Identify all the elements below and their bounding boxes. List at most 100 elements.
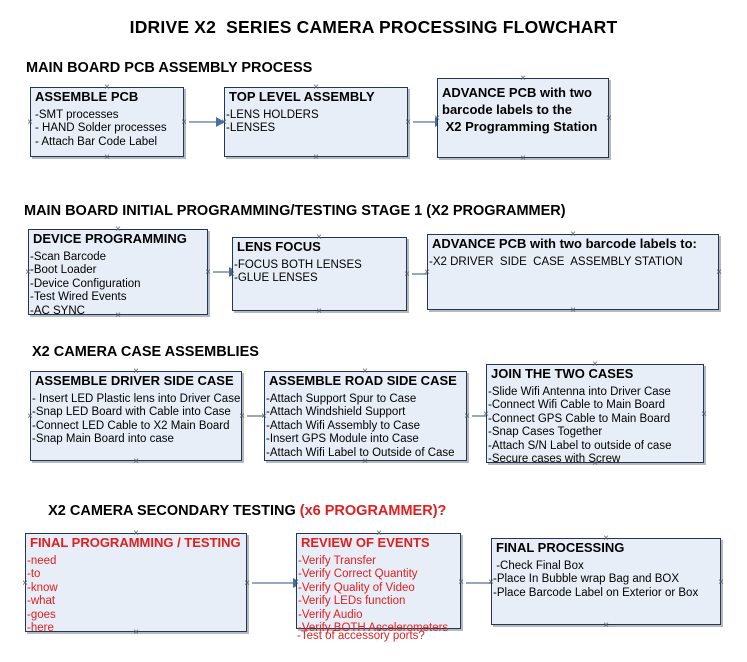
node-line: -Attach S/N Label to outside of case [488,439,672,452]
node-body: -Check Final Box -Place In Bubble wrap B… [492,557,720,601]
node-title: DEVICE PROGRAMMING [33,231,187,246]
resize-handle-right[interactable] [715,268,724,277]
resize-handle-left[interactable] [260,412,269,421]
resize-handle-left[interactable] [26,412,35,421]
resize-handle-top[interactable] [103,83,112,92]
node-title: ASSEMBLE DRIVER SIDE CASE [35,373,234,388]
resize-handle-top[interactable] [519,74,528,83]
node-device-programming[interactable]: DEVICE PROGRAMMING -Scan Barcode -Boot L… [28,229,208,317]
resize-handle-right[interactable] [463,412,472,421]
node-line: -Verify LEDs function [298,595,406,608]
connector-arrow [189,117,225,127]
resize-handle-left[interactable] [26,118,35,127]
node-line: -Test Wired Events [30,291,127,304]
resize-handle-top[interactable] [591,360,600,369]
resize-handle-bottom[interactable] [103,153,112,162]
node-line: -Device Configuration [30,277,141,290]
resize-handle-left[interactable] [292,578,301,587]
node-line: -Scan Barcode [30,250,107,263]
node-title: ADVANCE PCB with two barcode labels to: [432,236,697,251]
node-review-of-events[interactable]: REVIEW OF EVENTS -Verify Transfer -Verif… [296,533,461,634]
resize-handle-left[interactable] [24,268,33,277]
node-top-level-assembly[interactable]: TOP LEVEL ASSEMBLY -LENS HOLDERS -LENSES [224,87,408,157]
node-line: -Place In Bubble wrap Bag and BOX [493,573,680,586]
resize-handle-top[interactable] [132,529,141,538]
resize-handle-right[interactable] [180,118,189,127]
resize-handle-right[interactable] [404,118,413,127]
resize-handle-left[interactable] [433,114,442,123]
node-title: JOIN THE TWO CASES [491,366,634,381]
resize-handle-top[interactable] [114,225,123,234]
resize-handle-bottom[interactable] [375,625,384,634]
resize-handle-right[interactable] [243,579,252,588]
node-line: -Attach Wifi Label to Outside of Case [266,446,455,459]
resize-handle-top[interactable] [132,367,141,376]
resize-handle-right[interactable] [204,268,213,277]
node-line: -to [27,568,41,581]
node-line: -what [27,595,56,608]
resize-handle-left[interactable] [21,579,30,588]
node-line: -here [27,622,54,635]
resize-handle-bottom[interactable] [132,628,141,637]
resize-handle-top[interactable] [569,230,578,239]
node-title: ADVANCE PCB with two barcode labels to t… [442,85,598,134]
resize-handle-bottom[interactable] [114,311,123,320]
node-advance-pcb-programming-station[interactable]: ADVANCE PCB with two barcode labels to t… [437,78,609,158]
node-title: FINAL PROGRAMMING / TESTING [30,535,241,550]
resize-handle-right[interactable] [457,578,466,587]
node-assemble-pcb[interactable]: ASSEMBLE PCB -SMT processes - HAND Solde… [30,87,184,157]
resize-handle-right[interactable] [238,412,247,421]
node-line: -Secure cases with Screw [488,453,621,466]
resize-handle-bottom[interactable] [361,457,370,466]
resize-handle-top[interactable] [375,529,384,538]
resize-handle-bottom[interactable] [602,621,611,630]
node-line: -goes [27,608,56,621]
node-assemble-road-side-case[interactable]: ASSEMBLE ROAD SIDE CASE -Attach Support … [264,371,467,461]
node-body: -SMT processes - HAND Solder processes -… [31,106,183,150]
node-line: -Attach Support Spur to Case [266,392,417,405]
node-title: TOP LEVEL ASSEMBLY [229,89,375,104]
node-final-programming-testing[interactable]: FINAL PROGRAMMING / TESTING -need -to -k… [25,533,247,634]
resize-handle-left[interactable] [482,410,491,419]
connector-arrow [252,578,302,588]
node-title: FINAL PROCESSING [496,540,625,555]
section-heading-3: X2 CAMERA CASE ASSEMBLIES [32,344,259,360]
node-advance-pcb-driver-side-station[interactable]: ADVANCE PCB with two barcode labels to: … [427,234,719,310]
resize-handle-bottom[interactable] [569,306,578,315]
node-title: REVIEW OF EVENTS [301,535,430,550]
resize-handle-right[interactable] [403,270,412,279]
node-line: -SMT processes [35,108,119,121]
node-assemble-driver-side-case[interactable]: ASSEMBLE DRIVER SIDE CASE - Insert LED P… [30,371,242,461]
section-heading-1: MAIN BOARD PCB ASSEMBLY PROCESS [26,60,313,76]
node-lens-focus[interactable]: LENS FOCUS -FOCUS BOTH LENSES -GLUE LENS… [232,237,407,311]
resize-handle-bottom[interactable] [132,457,141,466]
resize-handle-left[interactable] [487,578,496,587]
resize-handle-left[interactable] [220,118,229,127]
node-line: -know [27,581,58,594]
resize-handle-top[interactable] [361,367,370,376]
resize-handle-bottom[interactable] [591,459,600,468]
resize-handle-right[interactable] [605,114,614,123]
node-join-the-two-cases[interactable]: JOIN THE TWO CASES -Slide Wifi Antenna i… [486,364,704,465]
node-line: -Snap Cases Together [488,426,603,439]
node-line: -FOCUS BOTH LENSES [234,258,362,271]
resize-handle-top[interactable] [312,83,321,92]
resize-handle-bottom[interactable] [312,153,321,162]
resize-handle-left[interactable] [228,270,237,279]
node-line: -Verify Correct Quantity [298,568,418,581]
node-line: -Verify Audio [298,608,363,621]
resize-handle-right[interactable] [700,410,709,419]
node-body: - Insert LED Plastic lens into Driver Ca… [31,390,241,447]
resize-handle-bottom[interactable] [315,307,324,316]
resize-handle-left[interactable] [423,268,432,277]
node-line: -Attach Windshield Support [266,406,406,419]
node-line: -LENS HOLDERS [226,108,319,121]
node-body: -need -to -know -what -goes -here [26,552,246,636]
node-line: -Slide Wifi Antenna into Driver Case [488,385,671,398]
resize-handle-bottom[interactable] [519,154,528,163]
resize-handle-top[interactable] [602,534,611,543]
resize-handle-right[interactable] [717,578,726,587]
resize-handle-top[interactable] [315,233,324,242]
node-body: -FOCUS BOTH LENSES -GLUE LENSES [233,256,406,286]
node-final-processing[interactable]: FINAL PROCESSING -Check Final Box -Place… [491,538,721,625]
